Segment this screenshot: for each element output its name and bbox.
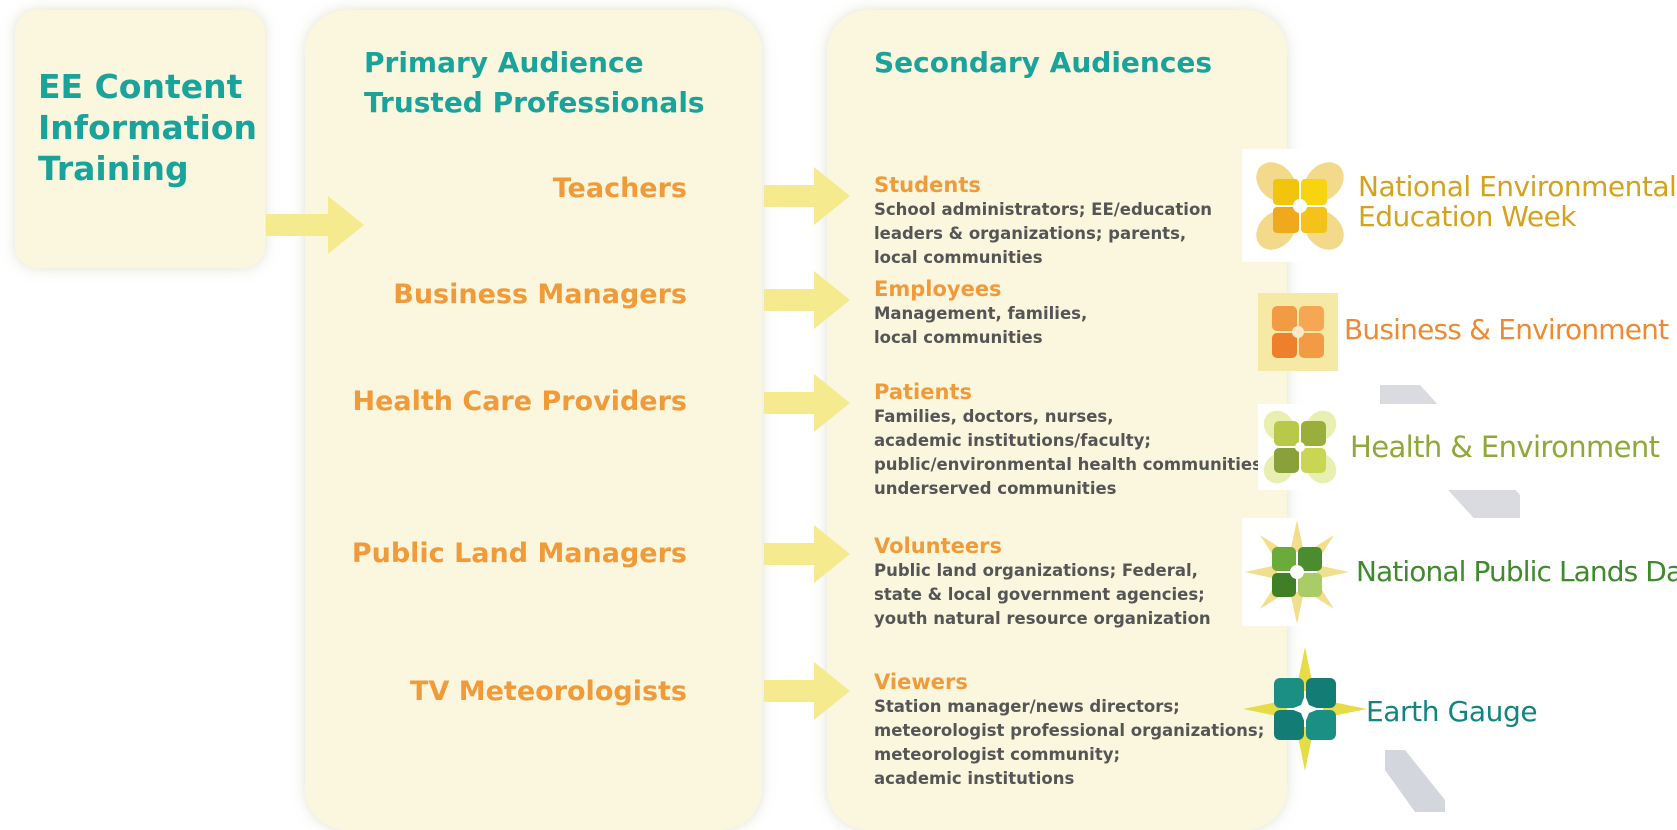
description-line: underserved communities [874, 479, 1117, 498]
sunburst-icon [1245, 520, 1349, 624]
professional-teachers: Teachers [552, 173, 687, 204]
audience-employees: Employees Management, families, local co… [874, 277, 1294, 350]
decorative-slash [1385, 750, 1445, 812]
logo-business-text: Business & Environment [1344, 313, 1669, 346]
arrow-teachers [764, 167, 850, 225]
description-line: academic institutions/faculty; [874, 431, 1152, 450]
audience-volunteers: Volunteers Public land organizations; Fe… [874, 534, 1294, 631]
description-line: youth natural resource organization [874, 609, 1211, 628]
flower-icon [1256, 162, 1344, 250]
heading-line: Trusted Professionals [364, 86, 705, 119]
logo-text-line: Education Week [1358, 200, 1577, 233]
heading-line: EE Content [38, 67, 243, 106]
logo-earth-gauge-text: Earth Gauge [1366, 695, 1538, 728]
description-line: local communities [874, 328, 1043, 347]
audience-patients: Patients Families, doctors, nurses, acad… [874, 380, 1294, 501]
logo-neew[interactable]: National Environmental Education Week [1242, 149, 1677, 262]
ee-content-heading: EE Content Information Training [38, 66, 257, 189]
audience-title: Students [874, 173, 981, 197]
heading-line: Primary Audience [364, 46, 644, 79]
professional-public-land-managers: Public Land Managers [351, 538, 687, 569]
audience-description: Public land organizations; Federal, stat… [874, 559, 1294, 631]
audience-title: Employees [874, 277, 1002, 301]
arrow-business-managers [764, 271, 850, 329]
secondary-audiences-panel [827, 10, 1287, 830]
audience-title: Volunteers [874, 534, 1003, 558]
audience-title: Patients [874, 380, 972, 404]
audience-description: Management, families, local communities [874, 302, 1294, 350]
description-line: Public land organizations; Federal, [874, 561, 1198, 580]
audience-viewers: Viewers Station manager/news directors; … [874, 670, 1294, 791]
logo-health-text: Health & Environment [1350, 430, 1660, 464]
logo-national-public-lands-day[interactable]: National Public Lands Day [1242, 518, 1677, 626]
flower-icon [1258, 293, 1338, 371]
audience-description: Families, doctors, nurses, academic inst… [874, 405, 1294, 501]
primary-audience-heading: Primary Audience Trusted Professionals [364, 43, 705, 123]
description-line: meteorologist community; [874, 745, 1121, 764]
description-line: local communities [874, 248, 1043, 267]
logo-neew-text: National Environmental Education Week [1358, 170, 1677, 233]
secondary-audiences-heading: Secondary Audiences [874, 46, 1213, 79]
professional-health-care-providers: Health Care Providers [352, 386, 687, 417]
description-line: Station manager/news directors; [874, 697, 1180, 716]
arrow-health-care-providers [764, 374, 850, 432]
description-line: academic institutions [874, 769, 1075, 788]
audience-students: Students School administrators; EE/educa… [874, 173, 1294, 270]
star-icon [1243, 647, 1367, 771]
description-line: Families, doctors, nurses, [874, 407, 1114, 426]
logo-npld-text: National Public Lands Day [1356, 555, 1677, 588]
arrow-tv-meteorologists [764, 662, 850, 720]
logo-earth-gauge[interactable]: Earth Gauge [1242, 645, 1542, 773]
description-line: Management, families, [874, 304, 1088, 323]
audience-description: Station manager/news directors; meteorol… [874, 695, 1294, 791]
source-panel [15, 10, 265, 268]
audience-description: School administrators; EE/education lead… [874, 198, 1294, 270]
primary-audience-panel [305, 10, 762, 830]
description-line: leaders & organizations; parents, [874, 224, 1187, 243]
arrow-public-land-managers [764, 525, 850, 583]
heading-line: Information [38, 108, 257, 147]
description-line: public/environmental health communities; [874, 455, 1269, 474]
description-line: meteorologist professional organizations… [874, 721, 1265, 740]
heading-line: Training [38, 149, 189, 188]
description-line: School administrators; EE/education [874, 200, 1213, 219]
source-arrow [266, 196, 364, 254]
logo-health-environment[interactable]: Health & Environment [1258, 404, 1660, 490]
logo-business-environment[interactable]: Business & Environment [1258, 293, 1669, 371]
professional-tv-meteorologists: TV Meteorologists [410, 676, 687, 707]
audience-title: Viewers [874, 670, 968, 694]
description-line: state & local government agencies; [874, 585, 1205, 604]
professional-business-managers: Business Managers [393, 279, 687, 310]
flower-icon [1263, 410, 1337, 484]
logo-text-line: National Environmental [1358, 170, 1677, 203]
